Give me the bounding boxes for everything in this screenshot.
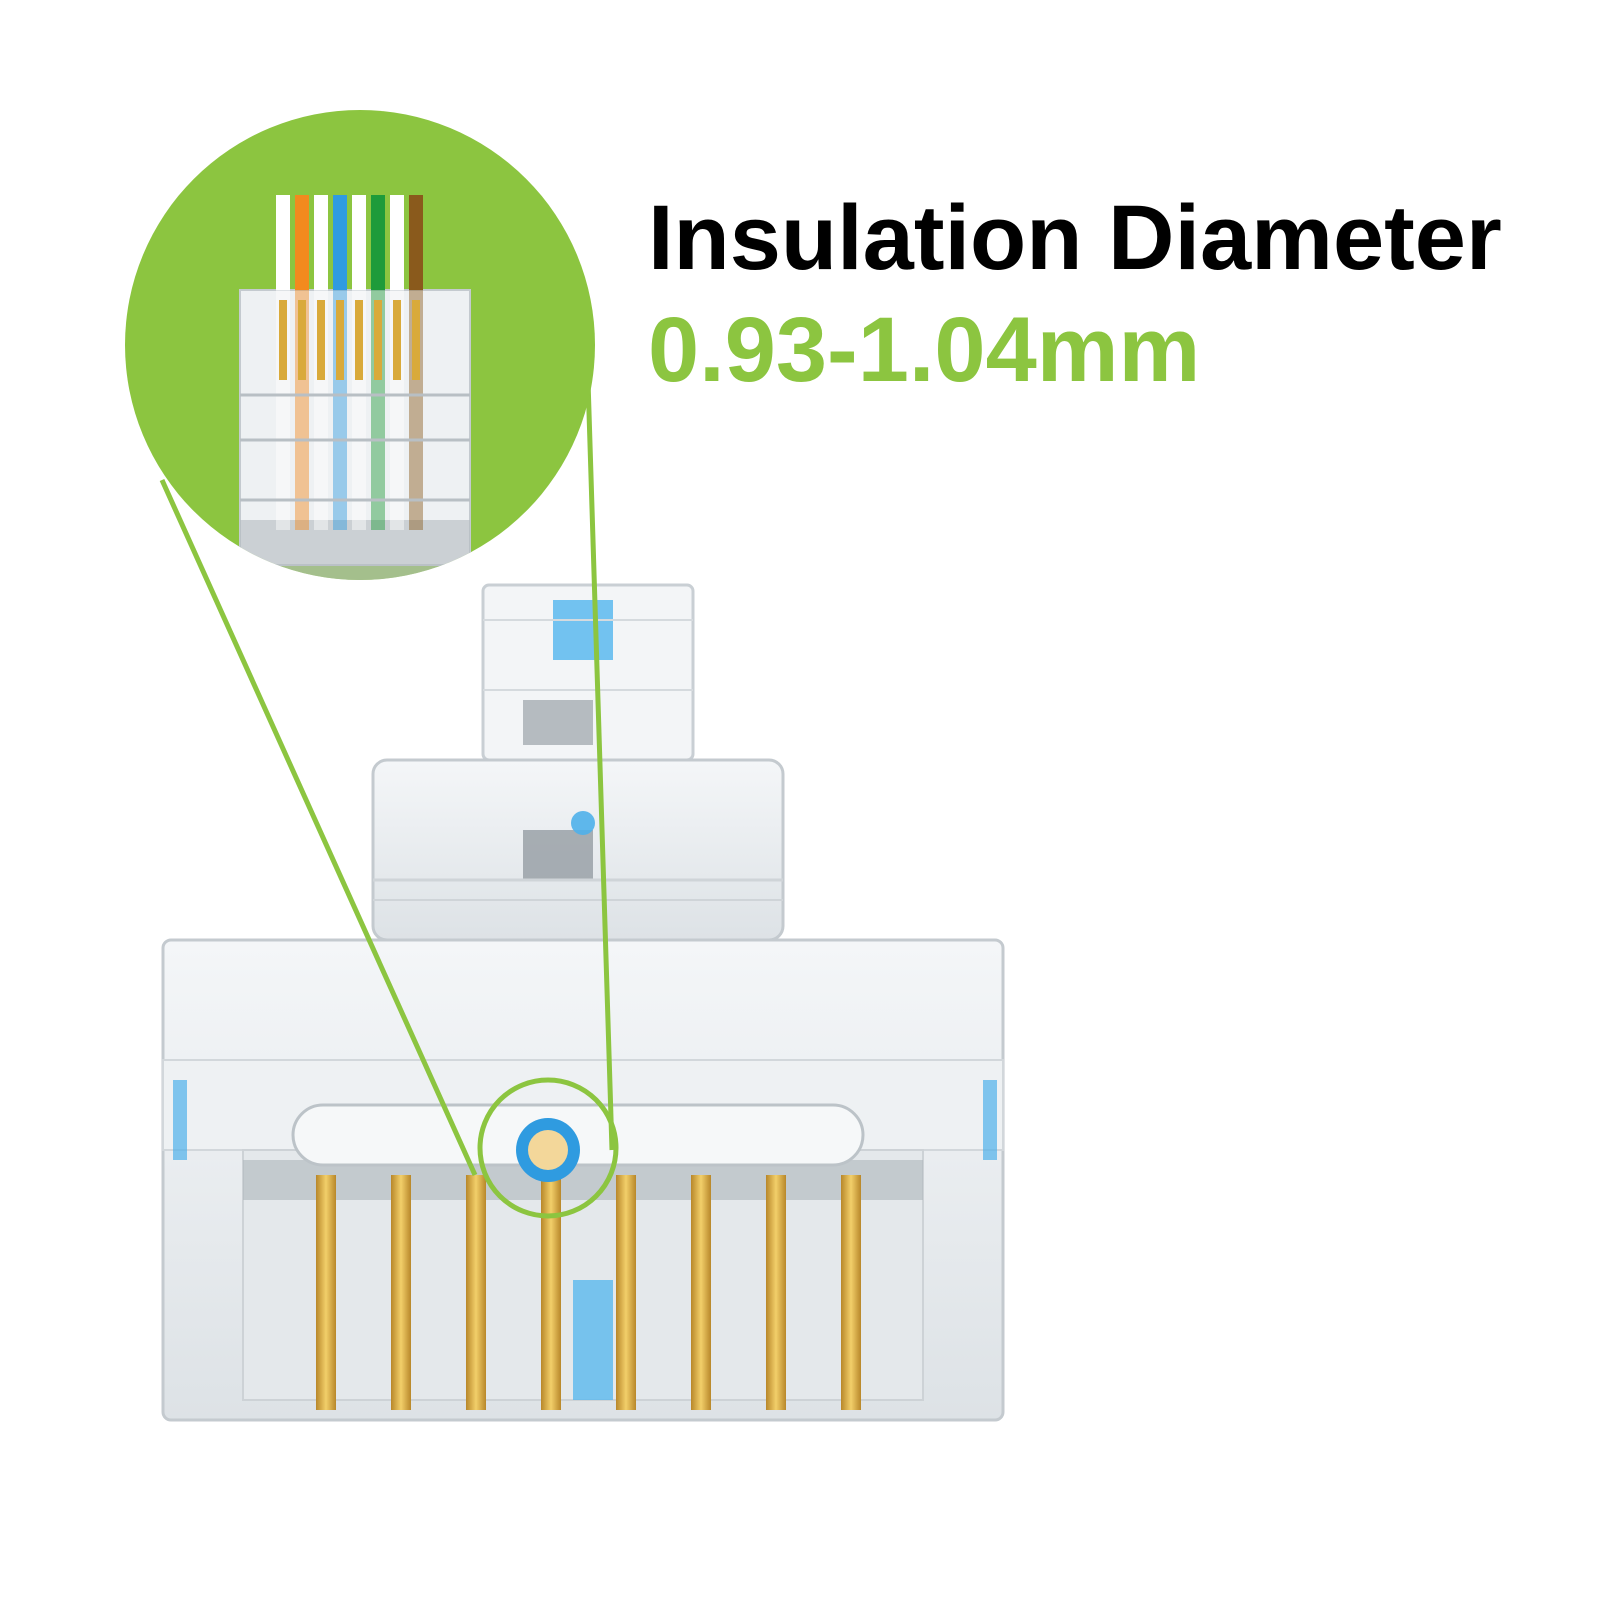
callout-line-right: [585, 379, 615, 1151]
rj45-connector: [161, 583, 1005, 1422]
gold-contact: [316, 1175, 336, 1410]
inset-wires: [276, 195, 423, 530]
latch-blue-mark: [553, 600, 613, 660]
inset-gold-pin: [393, 300, 401, 380]
gold-contact: [541, 1175, 561, 1410]
highlight-circle: [477, 1077, 619, 1219]
gold-contact: [391, 1175, 411, 1410]
callout-line-left: [159, 478, 478, 1177]
gold-contact: [766, 1175, 786, 1410]
inset-gold-pin: [317, 300, 325, 380]
inset-gold-pin: [279, 300, 287, 380]
gold-contact: [841, 1175, 861, 1410]
inset-gold-pin: [412, 300, 420, 380]
inset-gold-pin: [298, 300, 306, 380]
inset-wire: [276, 195, 290, 290]
inset-gold-pin: [374, 300, 382, 380]
wire-channel-bar: [291, 1103, 865, 1167]
inset-wire: [333, 195, 347, 290]
zoom-inset: [125, 110, 595, 580]
insulation-diameter-value: 0.93-1.04mm: [648, 299, 1201, 401]
inset-wire: [295, 195, 309, 290]
inset-gold-pin: [355, 300, 363, 380]
zoom-callout: [159, 379, 619, 1219]
gold-contact: [466, 1175, 486, 1410]
headline: Insulation Diameter: [648, 187, 1502, 289]
inset-gold-pin: [336, 300, 344, 380]
gold-contact: [616, 1175, 636, 1410]
inset-wire: [409, 195, 423, 290]
inset-wire: [371, 195, 385, 290]
gold-contact: [691, 1175, 711, 1410]
inset-wire: [314, 195, 328, 290]
gold-contacts: [316, 1175, 861, 1410]
inset-wire: [390, 195, 404, 290]
inset-wire: [352, 195, 366, 290]
